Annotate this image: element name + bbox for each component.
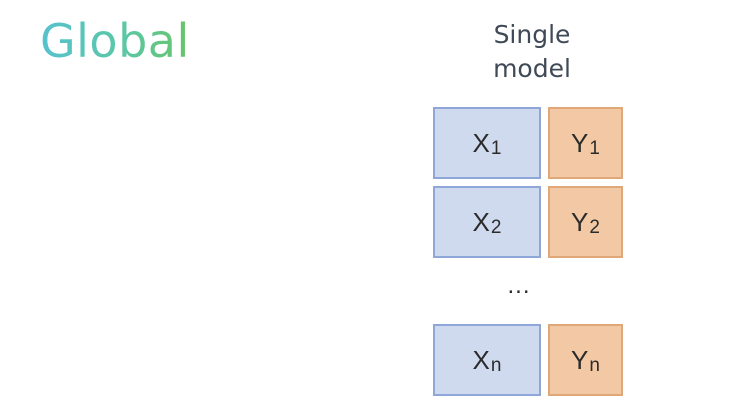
y-subscript: 1 <box>589 138 600 159</box>
rows-ellipsis: ... <box>507 272 531 299</box>
x-subscript: 2 <box>490 217 502 238</box>
y-label: Y <box>571 127 589 158</box>
x-subscript: n <box>490 355 502 376</box>
y-subscript: 2 <box>589 217 600 238</box>
x-label: X <box>472 127 490 158</box>
column-header: Single model <box>482 18 582 86</box>
y-label: Y <box>571 344 589 375</box>
x-label: X <box>472 344 490 375</box>
column-header-line-1: Single <box>493 20 571 49</box>
y-subscript: n <box>589 355 600 376</box>
x-subscript: 1 <box>490 138 502 159</box>
column-header-line-2: model <box>493 54 571 83</box>
y-label: Y <box>571 206 589 237</box>
x-label: X <box>472 206 490 237</box>
slide-title: Global <box>40 14 190 68</box>
